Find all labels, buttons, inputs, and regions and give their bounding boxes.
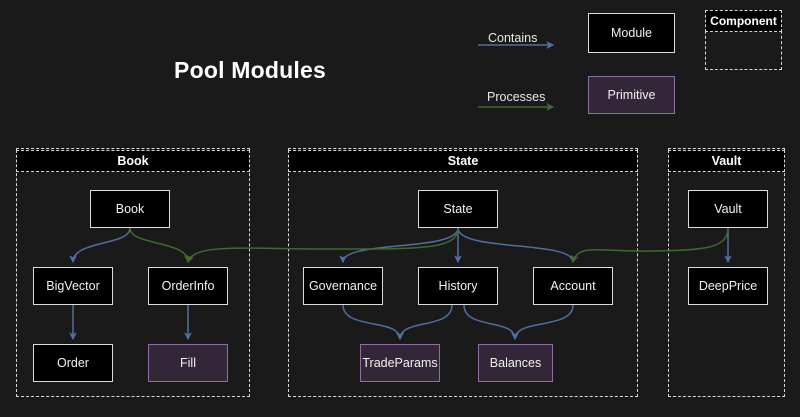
legend-contains-label: Contains xyxy=(488,31,538,45)
group-vault xyxy=(668,148,785,397)
node-balances[interactable]: Balances xyxy=(478,344,553,382)
node-history[interactable]: History xyxy=(418,267,498,305)
node-vault[interactable]: Vault xyxy=(688,190,768,228)
page-title: Pool Modules xyxy=(174,57,326,83)
node-bigvector[interactable]: BigVector xyxy=(33,267,113,305)
group-state-label: State xyxy=(288,150,638,172)
node-account[interactable]: Account xyxy=(533,267,613,305)
node-deepprice[interactable]: DeepPrice xyxy=(688,267,768,305)
legend-component-label: Component xyxy=(705,10,782,32)
node-governance[interactable]: Governance xyxy=(303,267,383,305)
legend-module-box: Module xyxy=(588,13,675,53)
group-book-label: Book xyxy=(16,150,250,172)
node-order[interactable]: Order xyxy=(33,344,113,382)
node-tradeparams[interactable]: TradeParams xyxy=(360,344,440,382)
group-book xyxy=(16,148,250,397)
node-orderinfo[interactable]: OrderInfo xyxy=(148,267,228,305)
group-state xyxy=(288,148,638,397)
group-vault-label: Vault xyxy=(668,150,785,172)
node-book[interactable]: Book xyxy=(90,190,170,228)
legend-primitive-box: Primitive xyxy=(588,76,675,114)
node-state[interactable]: State xyxy=(418,190,498,228)
legend-processes-label: Processes xyxy=(487,90,546,104)
node-fill[interactable]: Fill xyxy=(148,344,228,382)
